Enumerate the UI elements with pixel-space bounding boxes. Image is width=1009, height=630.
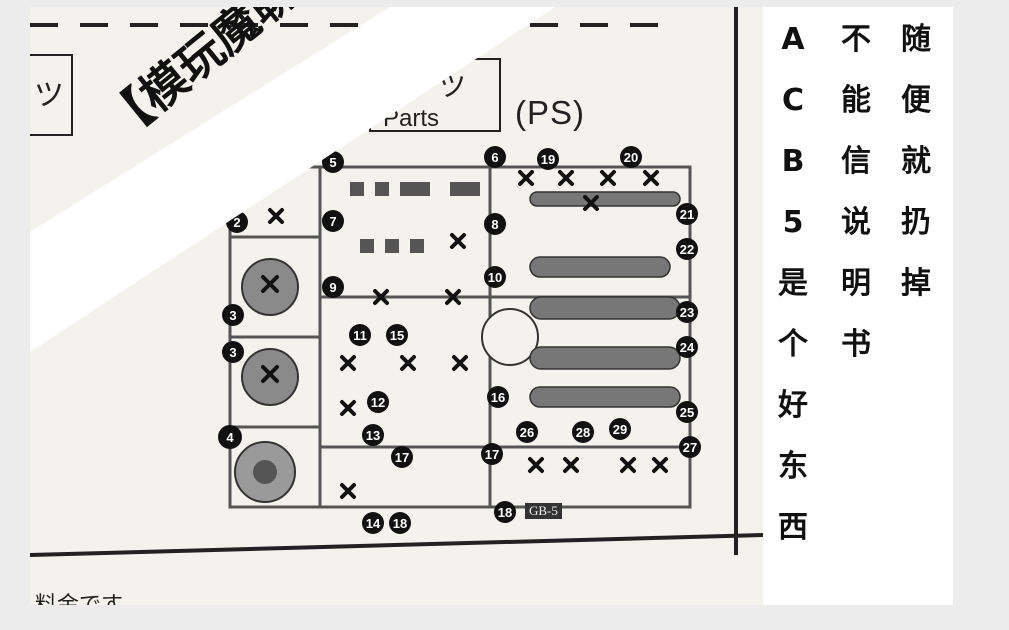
katakana-left: ツ — [34, 78, 64, 113]
part-number-label: 3 — [229, 308, 236, 323]
part-number-label: 9 — [329, 280, 336, 295]
katakana-right: ツ — [438, 70, 467, 103]
part-number-label: 4 — [226, 430, 234, 445]
part-number-label: 7 — [329, 214, 336, 229]
side-caption: A C B 5 是 个 好 东 西 不 能 信 说 明 书 随 便 就 扔 掉 — [763, 7, 953, 605]
bottom-text: 料金です — [35, 587, 123, 605]
part-number-label: 8 — [491, 217, 498, 232]
part-number-label: 5 — [329, 155, 336, 170]
part-number-label: 6 — [491, 150, 498, 165]
caption-char: 便 — [901, 83, 931, 118]
caption-char: 西 — [778, 510, 808, 545]
caption-char: 不 — [841, 22, 871, 57]
part-number-label: 24 — [680, 340, 695, 355]
part-number-label: 28 — [576, 425, 590, 440]
caption-column-1: A C B 5 是 个 好 东 西 — [778, 25, 808, 574]
caption-char: 信 — [841, 144, 871, 179]
part-number-label: 15 — [390, 328, 404, 343]
caption-char: 掉 — [901, 266, 931, 301]
part-number-label: 26 — [520, 425, 534, 440]
part-number-label: 27 — [683, 440, 697, 455]
caption-char: 能 — [841, 83, 871, 118]
caption-char: 就 — [901, 144, 931, 179]
part-number-label: 18 — [498, 505, 512, 520]
part-number-label: 21 — [680, 207, 694, 222]
part-number-label: 12 — [371, 395, 385, 410]
caption-char: 随 — [901, 22, 931, 57]
part-number-label: 13 — [366, 428, 380, 443]
part-number-label: 22 — [680, 242, 694, 257]
caption-char: B — [781, 144, 805, 179]
caption-char: 5 — [782, 205, 804, 240]
part-number-label: 11 — [353, 328, 367, 343]
caption-char: 扔 — [901, 205, 931, 240]
caption-char: 书 — [841, 327, 871, 362]
part-number-label: 23 — [680, 305, 694, 320]
caption-column-2: 不 能 信 说 明 书 — [841, 25, 871, 391]
caption-char: 说 — [841, 205, 871, 240]
part-number-label: 2 — [233, 215, 240, 230]
parts-label: Parts — [383, 105, 440, 132]
caption-char: 个 — [778, 327, 808, 362]
part-number-label: 3 — [229, 345, 236, 360]
caption-char: 东 — [778, 449, 808, 484]
part-number-label: 16 — [491, 390, 505, 405]
caption-char: 是 — [778, 266, 808, 301]
caption-char: 明 — [841, 266, 871, 301]
runner-code: GB-5 — [525, 503, 562, 519]
part-number-label: 18 — [393, 516, 407, 531]
caption-column-3: 随 便 就 扔 掉 — [901, 25, 931, 330]
part-number-label: 17 — [395, 450, 409, 465]
part-number-label: 14 — [366, 516, 381, 531]
ps-label: (PS) — [515, 94, 585, 131]
part-number-label: 25 — [680, 405, 694, 420]
part-number-label: 10 — [488, 270, 502, 285]
caption-char: 好 — [778, 388, 808, 423]
part-number-label: 17 — [485, 447, 499, 462]
caption-char: C — [781, 83, 805, 118]
caption-char: A — [781, 22, 805, 57]
part-number-label: 29 — [613, 422, 627, 437]
part-number-label: 20 — [624, 150, 638, 165]
part-number-label: 19 — [541, 152, 555, 167]
